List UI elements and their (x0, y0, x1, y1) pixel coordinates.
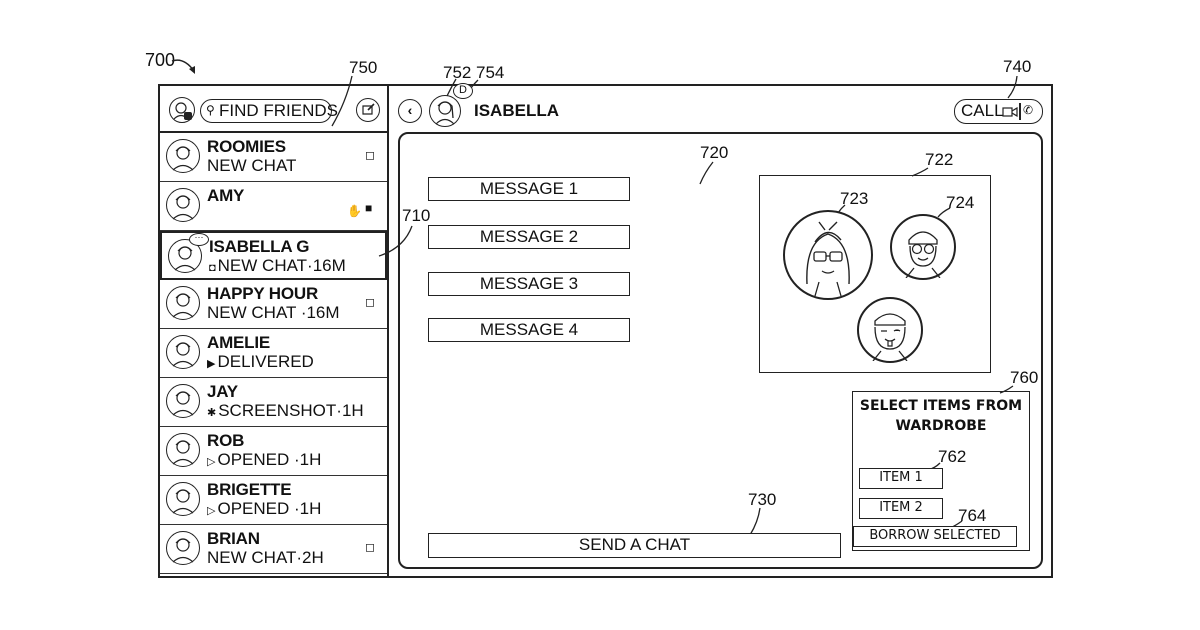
sidebar-divider (387, 84, 389, 578)
chat-row-happy-hour[interactable]: HAPPY HOURNEW CHAT ·16M ◻ (160, 280, 387, 329)
message-2[interactable]: MESSAGE 2 (428, 225, 630, 249)
find-friends-label: FIND FRIENDS (219, 101, 338, 121)
chat-status-text: DELIVERED (217, 352, 313, 371)
call-separator (1019, 103, 1021, 120)
back-button[interactable]: ‹ (398, 99, 422, 123)
message-1[interactable]: MESSAGE 1 (428, 177, 630, 201)
chat-row-amy[interactable]: AMY ■✋ (160, 182, 387, 231)
chat-row-amelie[interactable]: AMELIE▶DELIVERED (160, 329, 387, 378)
chat-name: HAPPY HOUR (207, 284, 318, 304)
chat-avatar-amy (166, 188, 200, 222)
chat-name: AMY (207, 186, 244, 206)
chat-row-roomies[interactable]: ROOMIESNEW CHAT ◻ (160, 133, 387, 182)
chat-name: AMELIE (207, 333, 270, 353)
chat-row-brigette[interactable]: BRIGETTE▷OPENED ·1H (160, 476, 387, 525)
chat-status: NEW CHAT·2H (207, 548, 324, 568)
chat-status: NEW CHAT (207, 156, 296, 176)
status-glyph-icon: ▶ (207, 358, 215, 370)
participant-avatar-third[interactable] (857, 297, 923, 363)
wardrobe-item-2[interactable]: ITEM 2 (859, 498, 943, 519)
chat-name: ROB (207, 431, 244, 451)
video-call-icon (1002, 106, 1018, 118)
chat-avatar-happy-hour (166, 286, 200, 320)
wardrobe-title-line-2: WARDROBE (852, 418, 1030, 434)
chat-status: ▶DELIVERED (207, 352, 314, 372)
chat-status-text: NEW CHAT ·16M (207, 303, 340, 322)
chat-status: ▷OPENED ·1H (207, 499, 321, 519)
chat-status-text: NEW CHAT (207, 156, 296, 175)
status-glyph-icon: ✱ (207, 407, 216, 419)
chat-name: JAY (207, 382, 238, 402)
chat-avatar-brian (166, 531, 200, 565)
contact-avatar-badge: D (453, 83, 473, 99)
chat-bubble-icon: ◻ (365, 148, 375, 162)
search-icon: ⚲ (206, 103, 215, 117)
chat-status-text: OPENED ·1H (217, 499, 321, 518)
borrow-selected-button[interactable]: BORROW SELECTED (853, 526, 1017, 547)
chat-status: ✱SCREENSHOT·1H (207, 401, 364, 421)
chat-name: BRIAN (207, 529, 260, 549)
profile-avatar[interactable] (169, 97, 195, 123)
wave-hand-icon: ✋ (347, 204, 362, 218)
unread-square-icon: ■ (365, 201, 372, 215)
chat-status: NEW CHAT ·16M (207, 303, 340, 323)
status-glyph-icon: ▷ (207, 456, 215, 468)
message-3[interactable]: MESSAGE 3 (428, 272, 630, 296)
chat-status-text: NEW CHAT·2H (207, 548, 324, 567)
chat-avatar-brigette (166, 482, 200, 516)
chat-row-isabella-g[interactable]: ISABELLA G◘NEW CHAT·16M··· (160, 231, 387, 280)
contact-avatar[interactable] (429, 95, 461, 127)
chat-avatar-amelie (166, 335, 200, 369)
chat-row-rob[interactable]: ROB▷OPENED ·1H (160, 427, 387, 476)
chat-bubble-icon: ◻ (365, 540, 375, 554)
wardrobe-item-1[interactable]: ITEM 1 (859, 468, 943, 489)
chat-status-text: NEW CHAT·16M (218, 256, 346, 275)
status-glyph-icon: ◘ (209, 262, 216, 274)
chat-bubble-icon: ◻ (365, 295, 375, 309)
call-label: CALL (961, 101, 1004, 121)
phone-icon: ✆ (1023, 103, 1033, 117)
find-friends-search[interactable]: ⚲ FIND FRIENDS (200, 99, 332, 123)
chat-row-brian[interactable]: BRIANNEW CHAT·2H ◻ (160, 525, 387, 574)
send-chat-input[interactable]: SEND A CHAT (428, 533, 841, 558)
profile-status-dot (184, 112, 192, 120)
chat-name: BRIGETTE (207, 480, 291, 500)
typing-bubble-icon: ··· (189, 233, 209, 246)
call-button[interactable]: CALL ✆ (954, 99, 1043, 124)
new-chat-icon[interactable] (356, 98, 380, 122)
chat-status: ◘NEW CHAT·16M (209, 256, 346, 276)
chat-avatar-roomies (166, 139, 200, 173)
chat-row-jay[interactable]: JAY✱SCREENSHOT·1H (160, 378, 387, 427)
wardrobe-title-line-1: SELECT ITEMS FROM (852, 398, 1030, 414)
participant-avatar-724[interactable] (890, 214, 956, 280)
chat-status-text: SCREENSHOT·1H (218, 401, 363, 420)
chat-name: ROOMIES (207, 137, 286, 157)
chat-status-text: OPENED ·1H (217, 450, 321, 469)
chat-name: ISABELLA G (209, 237, 309, 257)
chat-avatar-jay (166, 384, 200, 418)
participant-avatar-723[interactable] (783, 210, 873, 300)
contact-name: ISABELLA (474, 101, 559, 121)
chat-status: ▷OPENED ·1H (207, 450, 321, 470)
status-glyph-icon: ▷ (207, 505, 215, 517)
chat-avatar-rob (166, 433, 200, 467)
message-4[interactable]: MESSAGE 4 (428, 318, 630, 342)
